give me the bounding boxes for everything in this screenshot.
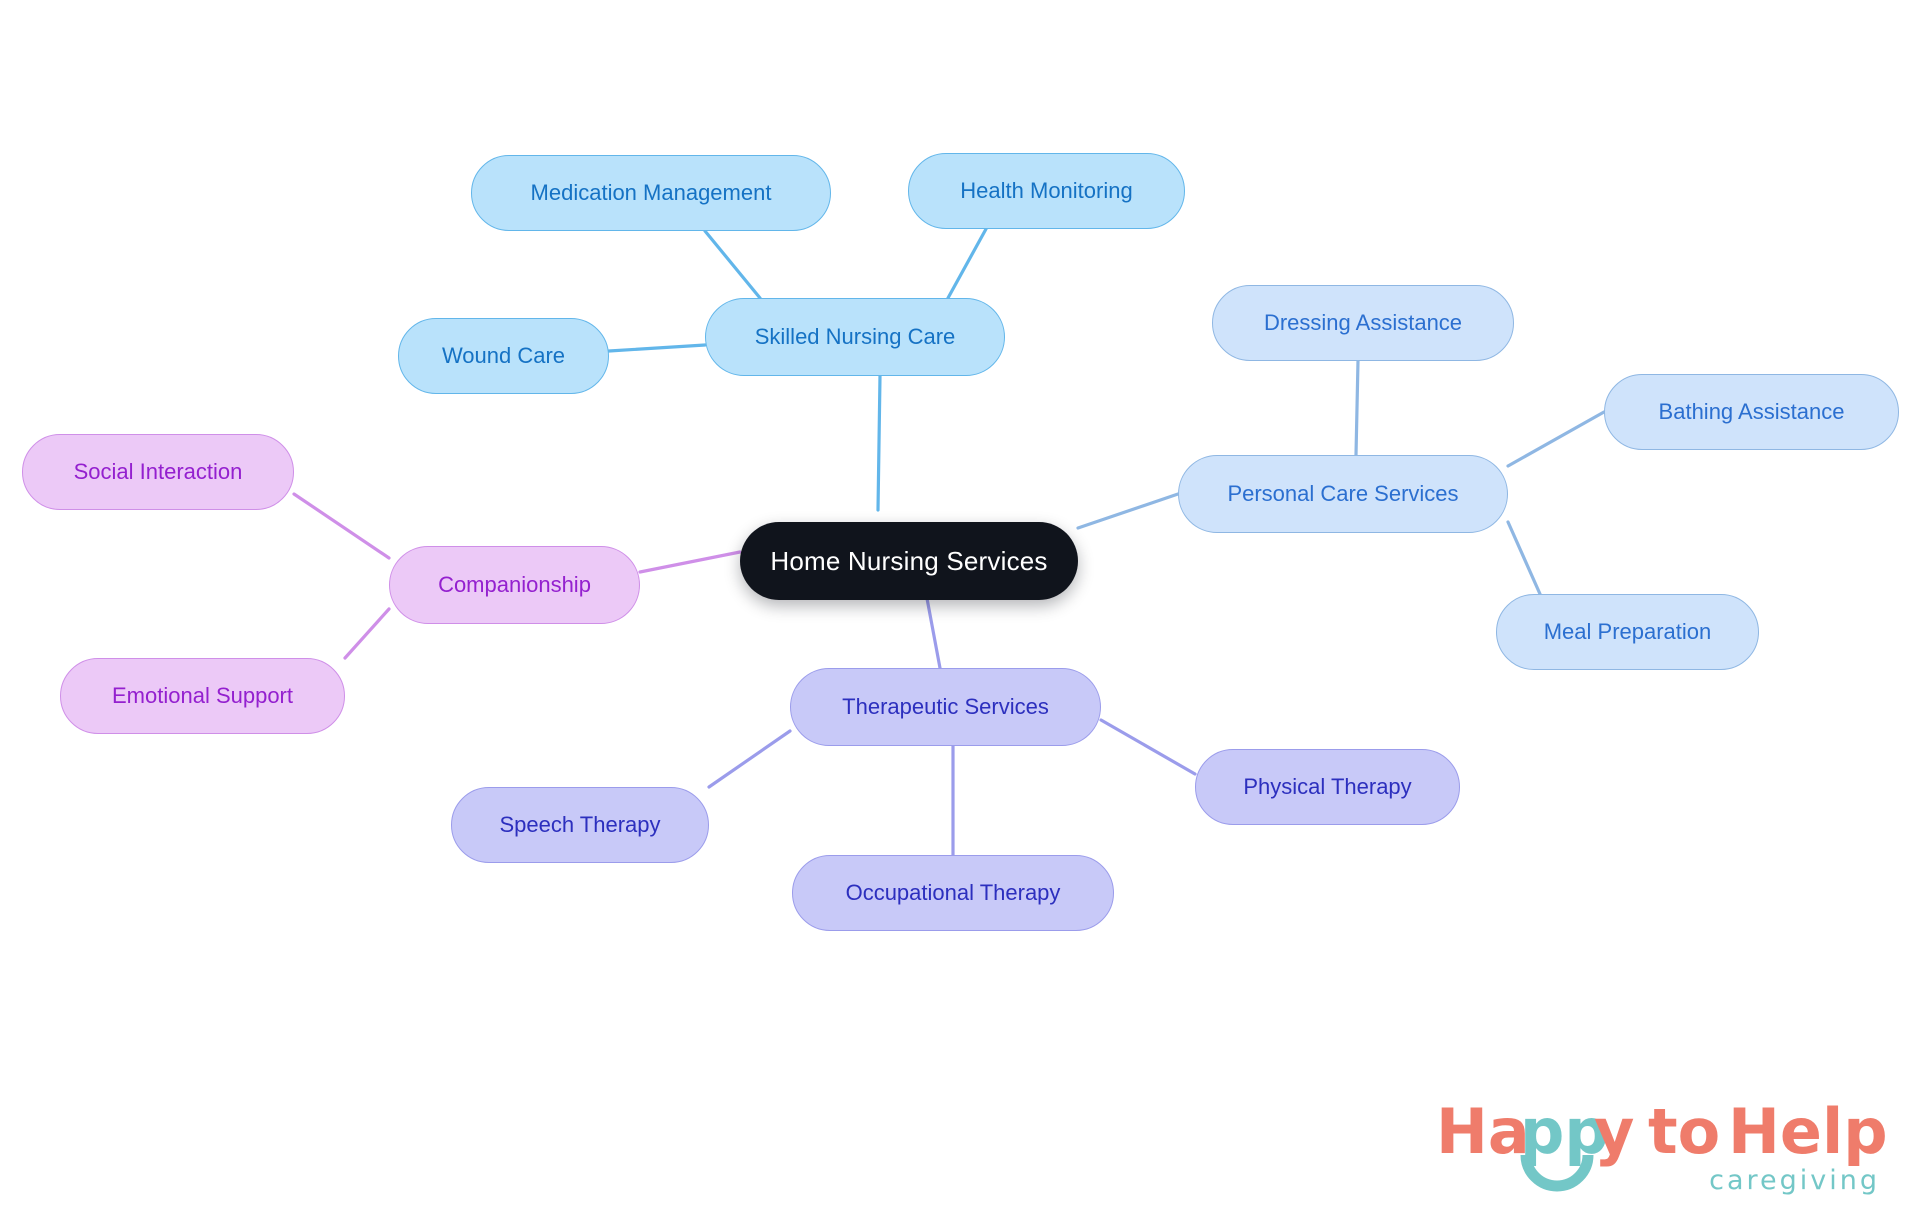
node-leaf-emotional-support[interactable]: Emotional Support (60, 658, 345, 734)
node-branch-companionship[interactable]: Companionship (389, 546, 640, 624)
edge-skilled-wound (607, 343, 707, 353)
node-branch-therapeutic-label: Therapeutic Services (842, 693, 1049, 719)
edge-therapeutic-physical (1099, 718, 1197, 776)
node-leaf-medication-management-label: Medication Management (530, 179, 772, 205)
edge-personal-dressing (1354, 359, 1360, 457)
node-branch-personal-label: Personal Care Services (1227, 480, 1459, 506)
node-leaf-speech-therapy[interactable]: Speech Therapy (451, 787, 709, 863)
node-leaf-bathing-assistance-label: Bathing Assistance (1658, 398, 1845, 424)
edge-companionship-emotional (343, 607, 391, 660)
node-leaf-meal-preparation[interactable]: Meal Preparation (1496, 594, 1759, 670)
edge-skilled-medication (703, 229, 762, 300)
smile-arc-icon (1520, 1154, 1594, 1192)
node-leaf-bathing-assistance[interactable]: Bathing Assistance (1604, 374, 1899, 450)
node-leaf-occupational-therapy-label: Occupational Therapy (845, 879, 1061, 905)
node-leaf-physical-therapy-label: Physical Therapy (1243, 773, 1412, 799)
node-branch-therapeutic-services[interactable]: Therapeutic Services (790, 668, 1101, 746)
edge-therapeutic-speech (707, 729, 792, 789)
node-leaf-dressing-assistance[interactable]: Dressing Assistance (1212, 285, 1514, 361)
node-root-home-nursing-services[interactable]: Home Nursing Services (740, 522, 1078, 600)
node-leaf-speech-therapy-label: Speech Therapy (499, 811, 661, 837)
logo-happy-pp: pp (1520, 1095, 1609, 1168)
node-root-label: Home Nursing Services (770, 545, 1048, 576)
edge-personal-bathing (1506, 410, 1606, 468)
node-leaf-wound-care-label: Wound Care (441, 342, 566, 368)
node-branch-skilled-nursing-care[interactable]: Skilled Nursing Care (705, 298, 1005, 376)
node-branch-companionship-label: Companionship (438, 571, 591, 597)
node-branch-personal-care-services[interactable]: Personal Care Services (1178, 455, 1508, 533)
edge-root-skilled (876, 374, 882, 512)
node-leaf-dressing-assistance-label: Dressing Assistance (1263, 309, 1463, 335)
node-leaf-emotional-support-label: Emotional Support (112, 682, 293, 708)
node-leaf-health-monitoring[interactable]: Health Monitoring (908, 153, 1185, 229)
edge-skilled-health (946, 227, 988, 300)
node-leaf-physical-therapy[interactable]: Physical Therapy (1195, 749, 1460, 825)
edge-root-personal (1076, 492, 1180, 530)
edge-personal-meal (1506, 520, 1542, 596)
edge-root-companionship (638, 550, 742, 574)
logo-help: Help (1728, 1095, 1888, 1168)
logo-tagline: caregiving (1709, 1165, 1880, 1196)
node-leaf-social-interaction[interactable]: Social Interaction (22, 434, 294, 510)
logo-to: to (1648, 1095, 1720, 1168)
node-leaf-social-interaction-label: Social Interaction (73, 458, 243, 484)
node-leaf-medication-management[interactable]: Medication Management (471, 155, 831, 231)
node-branch-skilled-label: Skilled Nursing Care (754, 323, 956, 349)
logo-happy-ha: Ha (1436, 1095, 1530, 1168)
logo-happy-y: y (1594, 1095, 1634, 1168)
node-leaf-health-monitoring-label: Health Monitoring (960, 177, 1133, 203)
node-leaf-meal-preparation-label: Meal Preparation (1543, 618, 1712, 644)
node-leaf-wound-care[interactable]: Wound Care (398, 318, 609, 394)
node-leaf-occupational-therapy[interactable]: Occupational Therapy (792, 855, 1114, 931)
brand-logo: Ha pp y to Help caregiving (1398, 1095, 1898, 1203)
edge-companionship-social (292, 492, 391, 560)
